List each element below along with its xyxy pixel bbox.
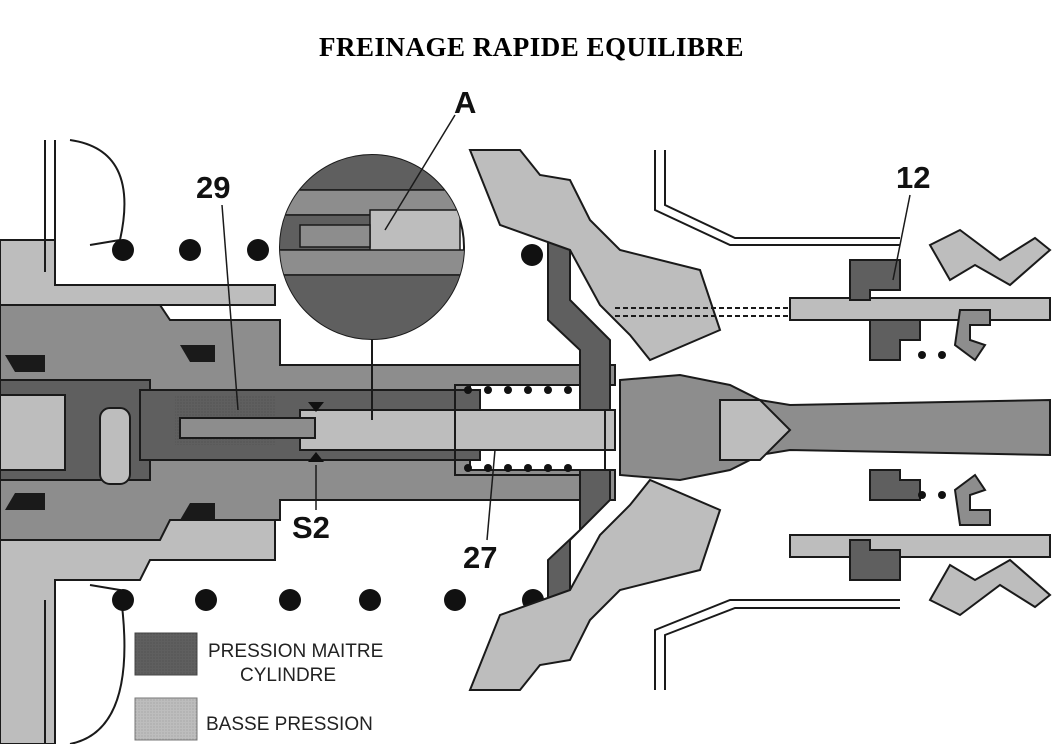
legend-label-master-pressure: PRESSION MAITRE CYLINDRE xyxy=(208,640,383,688)
page-title: FREINAGE RAPIDE EQUILIBRE xyxy=(318,32,745,62)
detail-zoom-circle xyxy=(279,154,465,420)
legend-label-line1: PRESSION MAITRE xyxy=(208,641,384,662)
callout-A: A xyxy=(454,85,477,120)
legend-label-line2: CYLINDRE xyxy=(240,665,337,686)
spring-coils xyxy=(464,386,572,472)
right-rotor xyxy=(789,228,1052,617)
callout-29: 29 xyxy=(196,170,231,205)
small-dots-right xyxy=(918,351,946,499)
legend-swatch-low-pressure-texture xyxy=(135,698,197,740)
callout-S2: S2 xyxy=(292,510,330,545)
leader-lines xyxy=(221,114,911,541)
legend-swatch-master-pressure-texture xyxy=(135,633,197,675)
callout-27: 27 xyxy=(463,540,498,575)
legend-label-low-pressure: BASSE PRESSION xyxy=(206,713,373,737)
seals xyxy=(5,345,215,520)
pushrod xyxy=(179,384,616,476)
legend-label-line1: BASSE PRESSION xyxy=(206,714,373,735)
bolt-holes xyxy=(112,239,544,611)
s2-arrows xyxy=(308,402,324,462)
right-assembly xyxy=(615,150,900,690)
callout-12: 12 xyxy=(896,160,931,195)
